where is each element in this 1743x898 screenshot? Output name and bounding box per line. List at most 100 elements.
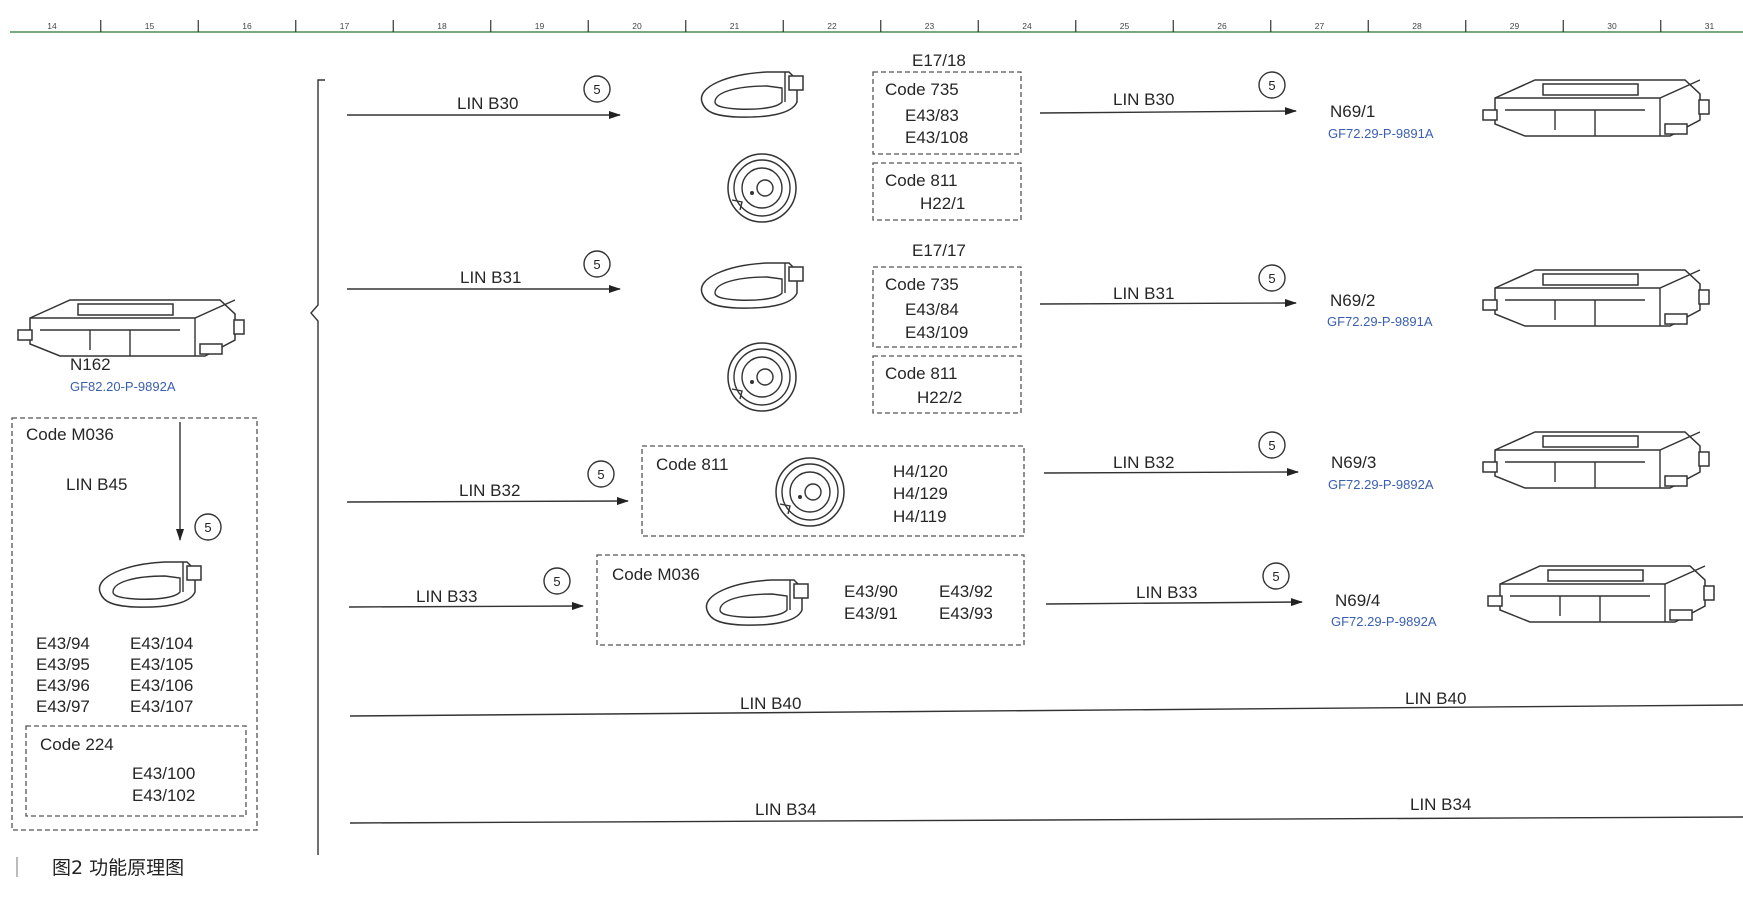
lamp-label: E43/107	[130, 697, 193, 716]
left-sub-box-item: E43/102	[132, 786, 195, 805]
svg-text:5: 5	[1268, 271, 1275, 286]
row-lin-b32: LIN B32 5 Code 811 H4/120 H4/129 H4/119 …	[346, 431, 1710, 537]
bus-bracket	[310, 79, 325, 855]
bus-circle: 5	[1258, 431, 1286, 459]
figure-caption: 图2 功能原理图	[52, 857, 184, 879]
ruler-number: 31	[1705, 21, 1715, 31]
lin-arrow-right	[1045, 598, 1303, 607]
lamp-icon	[700, 71, 804, 118]
ruler-number: 16	[242, 21, 252, 31]
code-box-title: Code 811	[885, 364, 957, 383]
module-id: N69/2	[1330, 291, 1375, 310]
bus-circle: 5	[587, 460, 615, 488]
bus-circle: 5	[1258, 264, 1286, 292]
lin-label-right: LIN B33	[1136, 583, 1197, 602]
lin-arrow-right	[1043, 468, 1299, 477]
bus-circle: 5	[583, 250, 611, 278]
lin-arrow	[348, 602, 584, 611]
bus-label-right: LIN B40	[1405, 689, 1466, 708]
module-ref: GF72.29-P-9891A	[1327, 314, 1433, 329]
bulb-icon	[727, 342, 797, 412]
left-sub-box-item: E43/100	[132, 764, 195, 783]
svg-text:5: 5	[597, 467, 604, 482]
ruler-number: 27	[1315, 21, 1325, 31]
lamp-label: E43/106	[130, 676, 193, 695]
ruler-number: 23	[925, 21, 935, 31]
bus-label-right: LIN B34	[1410, 795, 1471, 814]
left-sub-box-title: Code 224	[40, 735, 114, 754]
code-box	[872, 355, 1022, 414]
bus-label-left: LIN B34	[755, 800, 816, 819]
ruler-number: 30	[1607, 21, 1617, 31]
bus-circle: 5	[1262, 562, 1290, 590]
row-lin-b30: LIN B30 5 E17/18 Code 735 E43/83 E43/108…	[347, 51, 1710, 223]
module-ref: GF72.29-P-9892A	[1328, 477, 1434, 492]
row-lin-b31: LIN B31 5 E17/17 Code 735 E43/84 E43/109…	[347, 241, 1710, 414]
lin-label-right: LIN B31	[1113, 284, 1174, 303]
code-box-item: H4/119	[893, 507, 947, 526]
module-icon	[1487, 565, 1715, 623]
module-icon	[1482, 79, 1710, 137]
bus-lin-b40: LIN B40 LIN B40	[349, 689, 1743, 717]
bus-line	[349, 816, 1743, 824]
row-lin-b33: LIN B33 5 Code M036 E43/90 E43/92 E43/91…	[348, 554, 1715, 646]
module-id: N69/3	[1331, 453, 1376, 472]
lin-label-right: LIN B30	[1113, 90, 1174, 109]
lamp-label: E43/94	[36, 634, 90, 653]
left-module-ref: GF82.20-P-9892A	[70, 379, 176, 394]
svg-text:5: 5	[1268, 78, 1275, 93]
ruler-number: 20	[632, 21, 642, 31]
bulb-icon	[727, 153, 797, 223]
svg-text:5: 5	[1272, 569, 1279, 584]
lin-label-right: LIN B32	[1113, 453, 1174, 472]
code-box-item: H4/129	[893, 484, 948, 503]
code-box-item: E43/90	[844, 582, 898, 601]
code-box-title: Code 735	[885, 275, 959, 294]
ruler-number: 18	[437, 21, 447, 31]
code-box-item: H22/2	[917, 388, 962, 407]
bus-circle: 5	[1258, 71, 1286, 99]
ruler-number: 26	[1217, 21, 1227, 31]
lin-label: LIN B30	[457, 94, 518, 113]
code-box-item: E43/92	[939, 582, 993, 601]
code-box	[596, 554, 1025, 646]
code-box-title: Code M036	[612, 565, 700, 584]
left-code-box-title: Code M036	[26, 425, 114, 444]
left-module-id: N162	[70, 355, 111, 374]
lamp-label: E43/104	[130, 634, 193, 653]
group-label: E17/17	[912, 241, 966, 260]
lamp-icon	[705, 579, 809, 626]
lin-label: LIN B32	[459, 481, 520, 500]
lamp-icon	[700, 262, 804, 309]
bulb-icon	[775, 457, 845, 527]
code-box-title: Code 811	[656, 455, 728, 474]
code-box-item: E43/108	[905, 128, 968, 147]
left-bus-circle: 5	[194, 513, 222, 541]
lin-arrow-right	[1039, 299, 1297, 308]
lamp-label: E43/97	[36, 697, 90, 716]
svg-text:5: 5	[593, 257, 600, 272]
code-box-title: Code 811	[885, 171, 957, 190]
left-code-box	[11, 417, 258, 831]
left-lamp-icon	[98, 561, 202, 608]
lin-arrow	[346, 497, 629, 506]
code-box	[872, 71, 1022, 155]
bus-label-left: LIN B40	[740, 694, 801, 713]
bus-lin-b34: LIN B34 LIN B34	[349, 795, 1743, 824]
bus-line	[349, 704, 1743, 717]
code-box-item: H4/120	[893, 462, 948, 481]
lamp-label: E43/105	[130, 655, 193, 674]
module-id: N69/1	[1330, 102, 1375, 121]
code-box-title: Code 735	[885, 80, 959, 99]
lin-label: LIN B31	[460, 268, 521, 287]
left-sub-code-box	[25, 725, 247, 817]
ruler-number: 17	[340, 21, 350, 31]
lamp-label: E43/96	[36, 676, 90, 695]
svg-text:5: 5	[553, 574, 560, 589]
code-box-item: E43/91	[844, 604, 898, 623]
module-icon	[1482, 269, 1710, 327]
code-box	[641, 445, 1025, 537]
lin-arrow-right	[1039, 107, 1297, 116]
